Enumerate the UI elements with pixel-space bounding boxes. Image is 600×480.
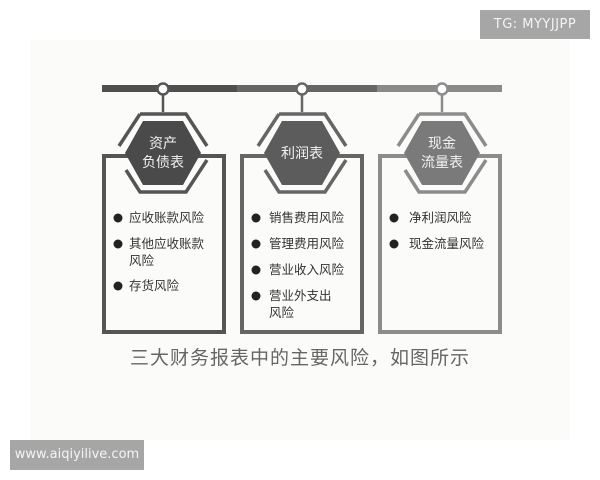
watermark-website: www.aiqiyilive.com <box>10 440 144 470</box>
list-item: 风险 <box>129 253 155 268</box>
diagram-caption: 三大财务报表中的主要风险，如图所示 <box>129 347 470 369</box>
hexagon-icon <box>404 121 480 185</box>
list-item: 存货风险 <box>129 278 180 293</box>
bullet-icon <box>251 239 261 249</box>
hanger-node-icon <box>435 82 449 96</box>
hexagon-icon <box>264 121 340 185</box>
panel-balance-sheet <box>102 82 226 334</box>
hexagon-icon <box>125 121 201 185</box>
list-item: 销售费用风险 <box>269 210 345 225</box>
hexagon-title: 流量表 <box>421 155 463 171</box>
hanger-node-icon <box>156 82 170 96</box>
bullet-icon <box>113 213 123 223</box>
hanger-node-icon <box>295 82 309 96</box>
hexagon-title: 负债表 <box>142 155 184 171</box>
hexagon-title: 资产 <box>149 136 177 152</box>
list-item: 管理费用风险 <box>269 236 345 251</box>
list-item: 净利润风险 <box>409 210 472 225</box>
watermark-telegram: TG: MYYJJPP <box>480 10 590 39</box>
list-item: 现金流量风险 <box>409 236 485 251</box>
list-item: 风险 <box>269 305 295 320</box>
hexagon-title: 利润表 <box>281 146 323 162</box>
bullet-icon <box>251 291 261 301</box>
panel-cash-flow-statement <box>378 82 502 334</box>
bullet-icon <box>389 213 399 223</box>
list-item: 营业收入风险 <box>269 262 345 277</box>
bullet-icon <box>113 281 123 291</box>
bullet-icon <box>389 239 399 249</box>
bullet-icon <box>251 265 261 275</box>
risk-list-balance-sheet: 应收账款风险 其他应收账款 风险 存货风险 <box>113 210 205 293</box>
list-item: 应收账款风险 <box>129 210 205 225</box>
bullet-icon <box>251 213 261 223</box>
bullet-icon <box>113 239 123 249</box>
hexagon-title: 现金 <box>428 136 456 152</box>
list-item: 营业外支出 <box>269 288 332 303</box>
panel-income-statement <box>240 82 364 334</box>
risk-list-income-statement: 销售费用风险 管理费用风险 营业收入风险 营业外支出 风险 <box>251 210 345 320</box>
risk-list-cash-flow: 净利润风险 现金流量风险 <box>389 210 485 251</box>
list-item: 其他应收账款 <box>129 236 205 251</box>
